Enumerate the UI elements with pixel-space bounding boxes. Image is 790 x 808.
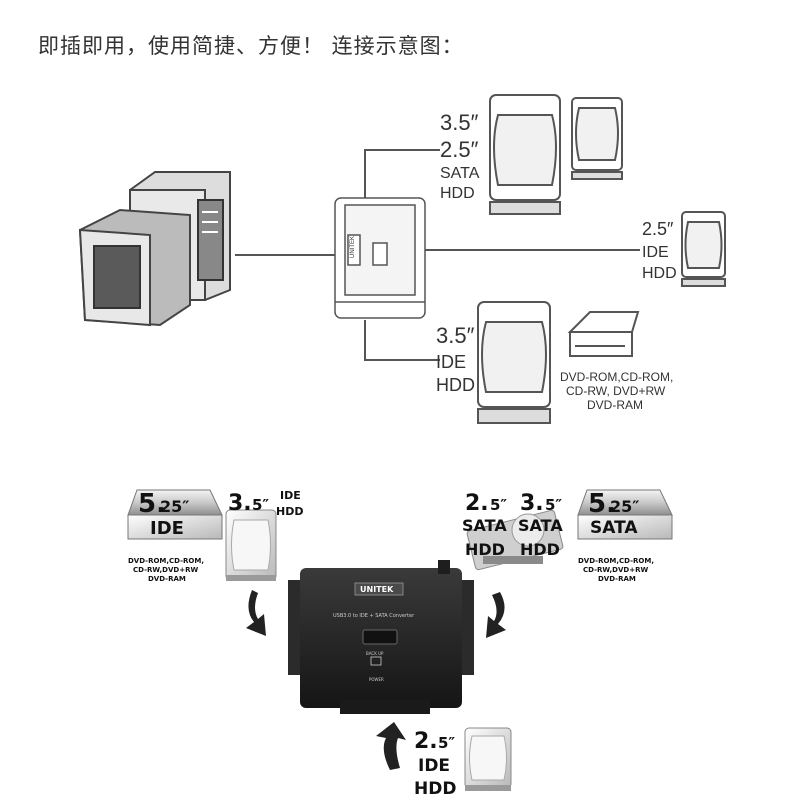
ide525-type: IDE bbox=[150, 518, 184, 539]
connection-lines bbox=[235, 149, 640, 361]
ide25-type: IDE bbox=[418, 756, 450, 776]
ide35-size: 3. bbox=[228, 491, 252, 516]
power-label: POWER bbox=[369, 677, 384, 682]
ide-25-label: 2.5″ IDE HDD bbox=[642, 219, 677, 282]
ide25-label-line: HDD bbox=[642, 265, 677, 282]
ide525-frac: 25″ bbox=[160, 497, 189, 516]
sata35-size: 3. bbox=[520, 491, 544, 516]
optical-label-line: DVD-RAM bbox=[587, 398, 643, 412]
arrow-up-icon bbox=[376, 722, 406, 770]
backup-icon bbox=[370, 656, 382, 666]
optical-label-line: DVD-ROM,CD-ROM, bbox=[560, 370, 673, 384]
ide35-type: IDE bbox=[280, 489, 301, 502]
ide35-label-line: 3.5″ bbox=[436, 323, 475, 348]
sata525-desc: DVD-ROM,CD-ROM, bbox=[578, 557, 654, 565]
sata525-desc: DVD-RAM bbox=[598, 575, 636, 583]
arrow-right-icon bbox=[486, 592, 506, 638]
ide-35-drive-icon bbox=[225, 509, 277, 581]
ide525-size: 5. bbox=[138, 489, 166, 519]
ide35-type: HDD bbox=[276, 505, 303, 518]
ide25-frac: 5″ bbox=[438, 734, 455, 752]
sata-525-drive-icon bbox=[577, 489, 673, 540]
ide525-desc: DVD-ROM,CD-ROM, bbox=[128, 557, 204, 565]
ide25-label-line: IDE bbox=[642, 244, 669, 261]
sata35-type: SATA bbox=[518, 516, 563, 535]
sata-hdd-label: 3.5″ 2.5″ SATA HDD bbox=[440, 110, 480, 202]
optical-label-line: CD-RW, DVD+RW bbox=[566, 384, 666, 398]
optical-drive-icon bbox=[567, 311, 640, 357]
sata35-type: HDD bbox=[520, 540, 560, 559]
ide-25-drive-icon bbox=[464, 727, 512, 791]
sata525-desc: CD-RW,DVD+RW bbox=[583, 566, 648, 574]
sata-label-line: HDD bbox=[440, 185, 475, 202]
ide-25-hdd-icon bbox=[681, 211, 726, 287]
sata-label-line: 2.5″ bbox=[440, 137, 479, 162]
converter-hub-outline bbox=[334, 197, 426, 319]
sata25-type: HDD bbox=[465, 540, 505, 559]
ide-35-label: 3.5″ IDE HDD bbox=[436, 323, 475, 395]
backup-label: BACK UP bbox=[366, 651, 384, 656]
optical-drive-label: DVD-ROM,CD-ROM, CD-RW, DVD+RW DVD-RAM bbox=[560, 370, 673, 412]
ide35-frac: 5″ bbox=[252, 496, 269, 514]
sata25-size: 2. bbox=[465, 491, 489, 516]
sata525-frac: 25″ bbox=[610, 497, 639, 516]
ide25-type: HDD bbox=[414, 779, 456, 799]
hub-brand-label: UNITEK bbox=[350, 236, 356, 258]
ide525-desc: DVD-RAM bbox=[148, 575, 186, 583]
sata25-type: SATA bbox=[462, 516, 507, 535]
sata-label-line: SATA bbox=[440, 165, 480, 182]
ide25-label-line: 2.5″ bbox=[642, 219, 674, 239]
ide-525-drive-icon bbox=[127, 489, 223, 540]
device-model: USB3.0 to IDE + SATA Converter bbox=[333, 613, 415, 619]
page-title: 即插即用，使用简捷、方便！ 连接示意图： bbox=[38, 34, 464, 58]
ide25-size: 2. bbox=[414, 729, 438, 754]
ide35-label-line: IDE bbox=[436, 352, 466, 372]
ide525-desc: CD-RW,DVD+RW bbox=[133, 566, 198, 574]
sata25-frac: 5″ bbox=[490, 496, 507, 514]
device-brand: UNITEK bbox=[360, 585, 394, 594]
sata35-frac: 5″ bbox=[545, 496, 562, 514]
sata-drives-icon bbox=[466, 509, 564, 571]
ide-35-hdd-icon bbox=[477, 301, 551, 424]
ide35-label-line: HDD bbox=[436, 375, 475, 395]
computer-icon bbox=[78, 171, 231, 327]
sata525-size: 5. bbox=[588, 489, 616, 519]
sata-hdd-icon bbox=[489, 94, 623, 215]
sata-label-line: 3.5″ bbox=[440, 110, 479, 135]
arrow-left-icon bbox=[246, 590, 266, 636]
sata525-type: SATA bbox=[590, 518, 638, 538]
converter-device bbox=[288, 560, 474, 714]
